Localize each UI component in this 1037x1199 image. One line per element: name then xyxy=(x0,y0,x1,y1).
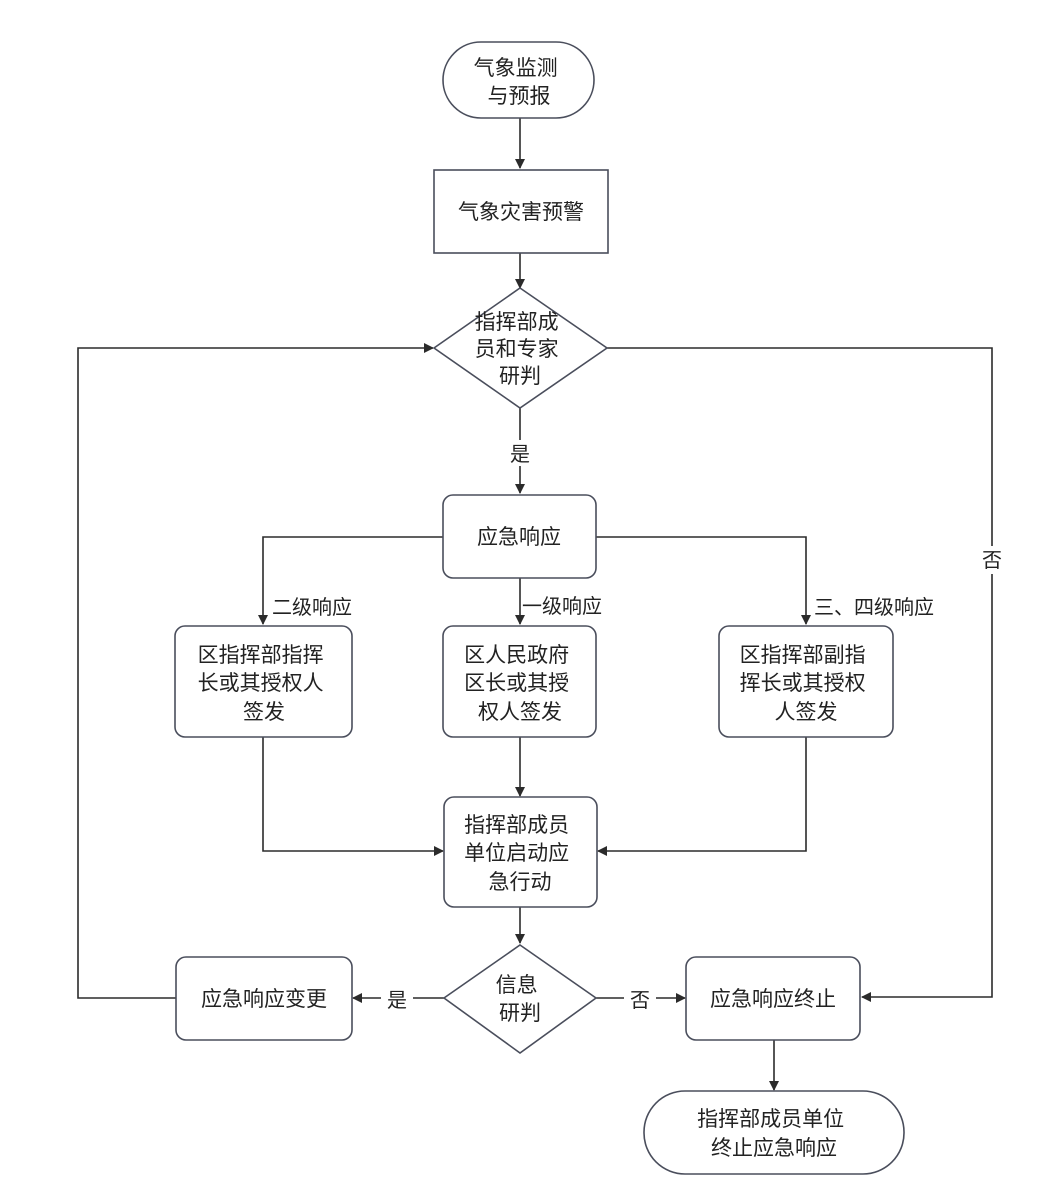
edge-label-info-no: 否 xyxy=(630,988,650,1012)
node-level1-issuer: 区人民政府 区长或其授 权人签发 xyxy=(442,625,597,738)
edge-label-level1: 一级响应 xyxy=(522,594,602,618)
node-info-decision: 信息 研判 xyxy=(442,944,598,1054)
svg-text:区指挥部副指 挥长或其授权 人签发: 区指挥部副指 挥长或其授权 人签发 xyxy=(740,643,873,724)
svg-text:应急响应: 应急响应 xyxy=(477,525,561,549)
svg-text:区指挥部指挥 长或其授权人 签发: 区指挥部指挥 长或其授权人 签发 xyxy=(198,643,331,724)
edge-label-level34: 三、四级响应 xyxy=(814,595,934,619)
edge-level2-to-action xyxy=(262,737,444,856)
node-monitor: 气象监测 与预报 xyxy=(442,41,595,119)
node-end: 指挥部成员单位 终止应急响应 xyxy=(643,1090,905,1175)
edge-label-info-yes: 是 xyxy=(387,988,407,1012)
edge-response-to-level2 xyxy=(258,536,443,625)
node-response-change: 应急响应变更 xyxy=(175,956,353,1041)
node-warning: 气象灾害预警 xyxy=(433,169,609,254)
svg-text:区人民政府 区长或其授 权人签发: 区人民政府 区长或其授 权人签发 xyxy=(464,643,576,724)
node-start-action: 指挥部成员 单位启动应 急行动 xyxy=(443,796,598,908)
edge-response-to-level34 xyxy=(596,536,811,625)
svg-text:信息 研判: 信息 研判 xyxy=(496,973,545,1025)
node-level2-issuer: 区指挥部指挥 长或其授权人 签发 xyxy=(174,625,353,738)
svg-text:指挥部成员单位 终止应急响应: 指挥部成员单位 终止应急响应 xyxy=(697,1107,851,1160)
edge-change-to-judge xyxy=(77,343,434,999)
edge-label-judge-no: 否 xyxy=(982,548,1002,572)
node-judge-decision: 指挥部成 员和专家 研判 xyxy=(432,287,609,409)
edge-level34-to-action xyxy=(597,737,807,856)
svg-text:气象灾害预警: 气象灾害预警 xyxy=(458,200,584,224)
node-response-terminate: 应急响应终止 xyxy=(685,956,861,1041)
node-level34-issuer: 区指挥部副指 挥长或其授权 人签发 xyxy=(718,625,894,738)
svg-text:应急响应终止: 应急响应终止 xyxy=(710,987,836,1011)
svg-text:气象监测 与预报: 气象监测 与预报 xyxy=(474,56,565,108)
svg-text:应急响应变更: 应急响应变更 xyxy=(201,987,327,1011)
edge-label-judge-yes: 是 xyxy=(510,442,530,466)
edge-label-level2: 二级响应 xyxy=(272,595,352,619)
svg-text:指挥部成员 单位启动应 急行动: 指挥部成员 单位启动应 急行动 xyxy=(464,813,576,894)
svg-text:指挥部成 员和专家 研判: 指挥部成 员和专家 研判 xyxy=(475,310,566,388)
edge-judge-to-terminate xyxy=(607,347,993,1002)
node-emergency-response: 应急响应 xyxy=(442,494,597,579)
